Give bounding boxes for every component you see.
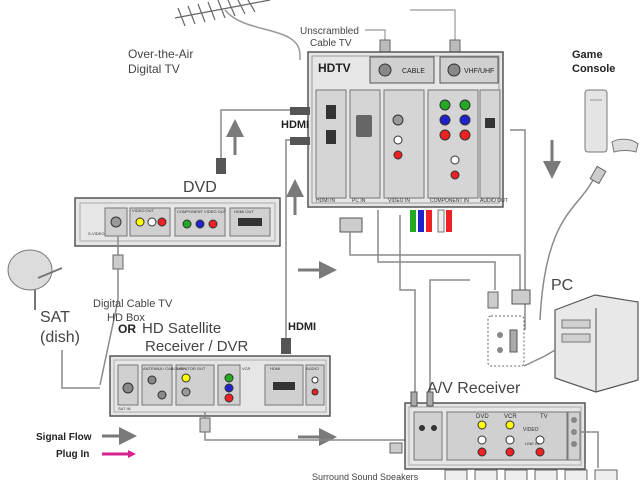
pc-tower-icon	[554, 294, 639, 393]
hdtv-title: HDTV	[318, 61, 351, 75]
legend: Signal Flow Plug In	[36, 427, 137, 460]
svg-text:HDMI OUT: HDMI OUT	[234, 209, 254, 214]
svg-text:VIDEO IN: VIDEO IN	[388, 198, 410, 204]
antenna-cable	[224, 9, 301, 60]
hdtv-device: HDTV CABLE VHF/UHF HDMI IN PC IN VIDEO I…	[307, 51, 508, 208]
plug-in-label: Plug In	[56, 449, 89, 460]
game-label-2: Console	[572, 63, 615, 75]
svg-text:PC IN: PC IN	[352, 198, 366, 204]
svg-text:AUDIO: AUDIO	[306, 366, 319, 371]
svg-text:DVD: DVD	[476, 414, 489, 420]
svg-text:S-VIDEO: S-VIDEO	[88, 231, 104, 236]
svg-text:VIDEO OUT: VIDEO OUT	[132, 208, 155, 213]
signal-flow-label: Signal Flow	[36, 432, 92, 443]
svg-text:VCR: VCR	[504, 414, 517, 420]
speaker-icon	[444, 469, 618, 480]
pc-label: PC	[551, 277, 573, 294]
hd-satellite-device: SAT IN ANTENNA / CABLE IN MONITOR OUT VC…	[109, 355, 331, 417]
dctv-label-2: HD Box	[107, 312, 145, 324]
av-receiver-device: DVD VCR TV VIDEO LINE IN	[404, 402, 586, 470]
ota-label-1: Over-the-Air	[128, 47, 193, 61]
svg-text:SAT IN: SAT IN	[118, 406, 131, 411]
cable-port-label: CABLE	[402, 68, 425, 75]
game-console-icon	[584, 89, 639, 153]
svg-text:COMPONENT VIDEO OUT: COMPONENT VIDEO OUT	[177, 209, 227, 214]
cable-label-2: Cable TV	[310, 38, 352, 49]
or-label: OR	[118, 322, 136, 336]
svg-text:ANTENNA / CABLE IN: ANTENNA / CABLE IN	[143, 366, 184, 371]
vhf-port-label: VHF/UHF	[464, 68, 494, 75]
svg-text:VCR: VCR	[242, 366, 251, 371]
av-label: A/V Receiver	[427, 380, 521, 397]
sat-label-1: SAT	[40, 309, 70, 326]
game-label-1: Game	[572, 49, 603, 61]
svg-text:LINE IN: LINE IN	[525, 441, 539, 446]
hd-sat-label-2: Receiver / DVR	[145, 338, 249, 355]
svg-text:TV: TV	[540, 414, 548, 420]
speakers-label: Surround Sound Speakers	[312, 472, 419, 480]
svg-text:HDMI: HDMI	[270, 366, 280, 371]
sat-label-2: (dish)	[40, 329, 80, 346]
svg-text:HDMI IN: HDMI IN	[316, 198, 336, 204]
hd-sat-label-1: HD Satellite	[142, 320, 221, 337]
dctv-label-1: Digital Cable TV	[93, 298, 173, 310]
svg-text:MONITOR OUT: MONITOR OUT	[177, 366, 206, 371]
svg-text:VIDEO: VIDEO	[523, 427, 539, 433]
hdmi-top-label: HDMI	[281, 119, 309, 131]
ota-label-2: Digital TV	[128, 62, 180, 76]
cable-label-1: Unscrambled	[300, 26, 359, 37]
svg-text:AUDIO OUT: AUDIO OUT	[480, 198, 508, 204]
dvd-label: DVD	[183, 179, 217, 196]
antenna-icon	[174, 0, 271, 27]
hdmi-mid-label: HDMI	[288, 321, 316, 333]
satellite-dish-icon	[7, 249, 63, 310]
svg-text:COMPONENT IN: COMPONENT IN	[430, 198, 469, 204]
dvd-device: S-VIDEO VIDEO OUT COMPONENT VIDEO OUT HD…	[74, 197, 281, 247]
